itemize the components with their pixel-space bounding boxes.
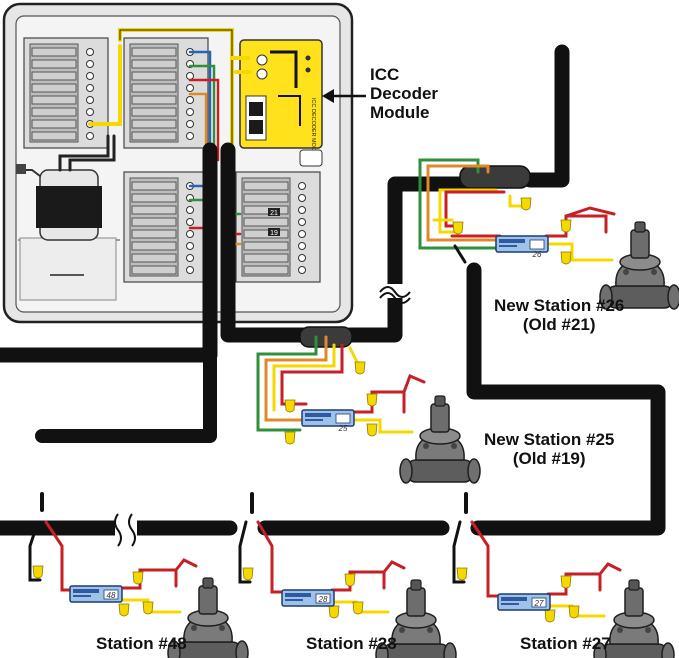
- break-symbols: [114, 284, 411, 547]
- station-name: New Station #25: [484, 430, 615, 449]
- station-label-new-25: New Station #25 (Old #19): [484, 430, 614, 468]
- station-label-new-26: New Station #26 (Old #21): [494, 296, 624, 334]
- station-name: New Station #26: [494, 296, 625, 315]
- terminal-strip-top-left: [23, 37, 109, 149]
- svg-text:26: 26: [532, 250, 542, 259]
- station-label-28: Station #28: [306, 634, 397, 653]
- station-label-48: Station #48: [96, 634, 187, 653]
- svg-text:48: 48: [107, 591, 116, 600]
- decoder-48: 48: [69, 585, 123, 603]
- svg-text:25: 25: [338, 424, 348, 433]
- callout-line-2: Decoder: [370, 84, 439, 104]
- svg-text:28: 28: [318, 595, 328, 604]
- station-name: Station #48: [96, 634, 187, 653]
- station-26-nuts: [452, 197, 572, 265]
- callout-line-3: Module: [370, 103, 430, 123]
- terminal-mark-21: 21: [270, 210, 278, 217]
- callout-arrow: [322, 89, 366, 103]
- terminal-mark-19: 19: [270, 230, 278, 237]
- decoder-28: 28: [281, 589, 335, 607]
- station-name: Station #28: [306, 634, 397, 653]
- icc-decoder-module-label: ICC Decoder Module: [370, 65, 438, 122]
- callout-line-1: ICC: [370, 65, 400, 84]
- decoder-26: 26: [495, 235, 549, 259]
- station-28-wiring: [238, 492, 406, 614]
- terminal-marks: 21 19: [268, 208, 280, 237]
- svg-text:27: 27: [534, 599, 544, 608]
- terminal-strip-bottom-right: [235, 171, 321, 283]
- station-label-27: Station #27: [520, 634, 611, 653]
- transformer: [16, 164, 102, 241]
- station-old-number: (Old #21): [522, 315, 596, 335]
- station-26-wiring: [418, 158, 616, 264]
- decoder-27: 27: [497, 593, 551, 611]
- station-old-number: (Old #19): [512, 449, 586, 469]
- valve-25: [399, 395, 481, 484]
- controller-wiring: [58, 28, 252, 292]
- cable-run: [0, 44, 666, 536]
- module-label: ICC DECODER MODULE: [310, 98, 316, 162]
- station-name: Station #27: [520, 634, 611, 653]
- decoder-25: 25: [301, 409, 355, 433]
- icc-decoder-module: ICC DECODER MODULE: [239, 39, 323, 167]
